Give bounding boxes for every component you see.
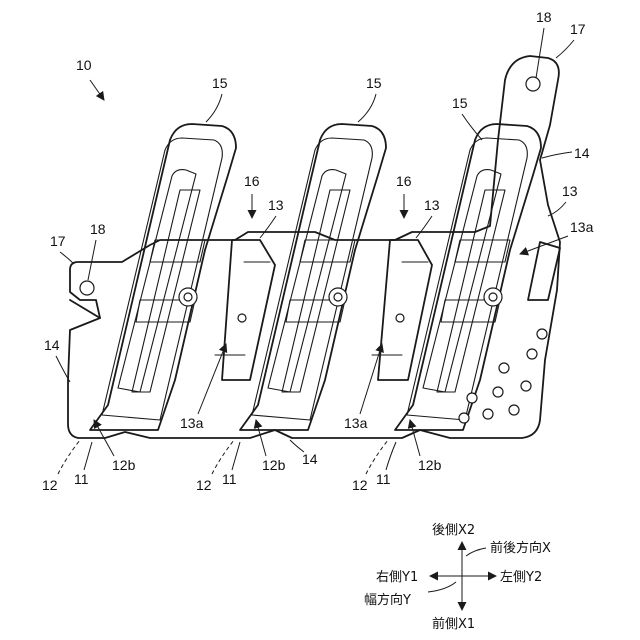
rail-right [395,124,541,430]
legend-left: 左側Y2 [500,570,542,585]
label-15-left: 15 [212,75,228,91]
label-13-right: 13 [424,197,440,213]
left-flange [80,281,94,295]
label-17-left: 17 [50,233,66,249]
label-16-right: 16 [396,173,412,189]
label-14-right: 14 [574,145,590,161]
label-14-bottom: 14 [302,451,318,467]
reference-labels: 10 15 15 15 18 17 14 13 13a 16 16 13 13 … [42,9,594,493]
label-11-middle: 11 [222,471,237,487]
label-11-right: 11 [376,471,391,487]
label-12-right: 12 [352,477,368,493]
flange-hole-right [526,77,540,91]
label-16-left: 16 [244,173,260,189]
label-15-middle: 15 [366,75,382,91]
flange-hole-left [80,281,94,295]
label-13a-far-right: 13a [570,219,594,235]
label-12-middle: 12 [196,477,212,493]
label-13-left: 13 [268,197,284,213]
bridge-left [215,240,275,380]
label-13a-left: 13a [180,415,204,431]
bridge-far-right [528,242,560,300]
label-10: 10 [76,57,92,73]
plate-holes [459,329,547,423]
direction-legend: 後側X2 前後方向X 右側Y1 左側Y2 幅方向Y 前側X1 [364,523,551,632]
label-13-far-right: 13 [562,183,578,199]
label-12b-right: 12b [418,457,442,473]
legend-front: 前側X1 [432,616,475,632]
legend-rear: 後側X2 [432,523,475,538]
label-14-left: 14 [44,337,60,353]
label-15-right: 15 [452,95,468,111]
label-12b-left: 12b [112,457,136,473]
label-18-right: 18 [536,9,552,25]
label-13a-middle: 13a [344,415,368,431]
label-17-right: 17 [570,21,586,37]
rail-middle [240,124,386,430]
label-11-left: 11 [74,471,89,487]
rail-left [90,124,236,430]
legend-width-axis: 幅方向Y [364,592,411,608]
right-flange [526,77,540,91]
label-12b-middle: 12b [262,457,286,473]
legend-right: 右側Y1 [376,570,418,585]
label-12-left: 12 [42,477,58,493]
label-18-left: 18 [90,221,106,237]
legend-front-rear-axis: 前後方向X [490,540,551,556]
